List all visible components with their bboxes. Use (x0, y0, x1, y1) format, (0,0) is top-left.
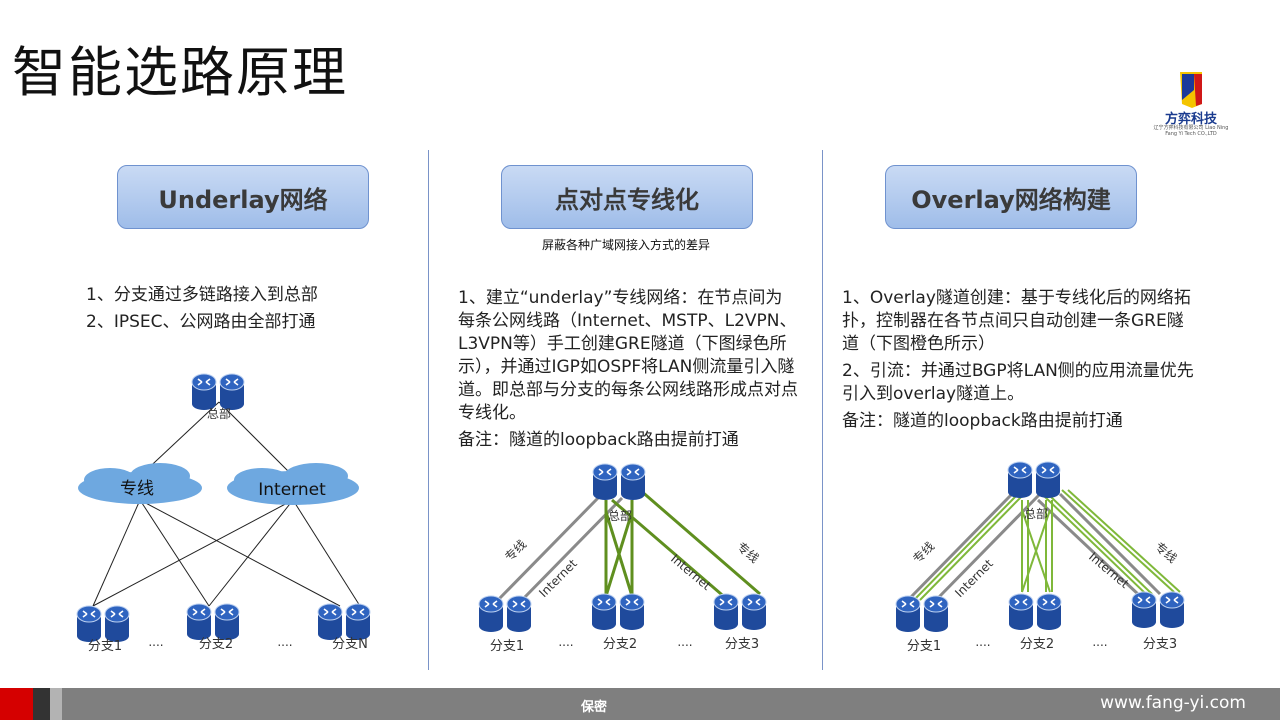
router-icon (1132, 592, 1184, 628)
hq-label: 总部 (1024, 506, 1048, 521)
text-line: 1、建立“underlay”专线网络：在节点间为每条公网线路（Internet、… (458, 288, 798, 423)
router-icon (1009, 594, 1061, 630)
link-label: 专线 (910, 539, 938, 567)
text-line: 备注：隧道的loopback路由提前打通 (842, 411, 1123, 431)
overlay-header: Overlay网络构建 (885, 165, 1137, 229)
cloud-icon (227, 463, 359, 505)
overlay-text: 1、Overlay隧道创建：基于专线化后的网络拓扑，控制器在各节点间只自动创建一… (842, 287, 1194, 437)
logo-subtitle: 辽宁方弈科技有限公司 Liao Ning Fang Yi Tech CO.,LT… (1153, 125, 1229, 137)
router-icon (1008, 462, 1060, 498)
underlay-diagram: 专线 Internet 总部 分支1 分支2 分支N .... .... (77, 374, 370, 654)
text-line: 备注：隧道的loopback路由提前打通 (458, 430, 739, 450)
router-icon (592, 594, 644, 630)
router-icon (77, 606, 129, 642)
branch-label: 分支2 (1020, 637, 1054, 652)
text-line: 1、Overlay隧道创建：基于专线化后的网络拓扑，控制器在各节点间只自动创建一… (842, 288, 1191, 354)
ellipsis: .... (558, 635, 573, 649)
page-title: 智能选路原理 (12, 41, 348, 104)
text-line: 1、分支通过多链路接入到总部 (86, 285, 318, 305)
router-icon (714, 594, 766, 630)
router-icon (187, 604, 239, 640)
ellipsis: .... (277, 635, 292, 649)
footer-bar: 保密 www.fang-yi.com (0, 688, 1280, 720)
router-icon (896, 596, 948, 632)
underlay-text: 1、分支通过多链路接入到总部 2、IPSEC、公网路由全部打通 (86, 284, 416, 338)
branch-label: 分支1 (490, 639, 524, 654)
underlay-header: Underlay网络 (117, 165, 369, 229)
column-divider (822, 150, 823, 670)
link-label: 专线 (734, 539, 762, 566)
p2p-header: 点对点专线化 (501, 165, 753, 229)
link-label: 专线 (1152, 539, 1180, 566)
link-label: Internet (1086, 550, 1132, 592)
ellipsis: .... (148, 635, 163, 649)
branch-label: 分支N (332, 637, 368, 652)
website-link[interactable]: www.fang-yi.com (1100, 693, 1246, 713)
confidential-label: 保密 (580, 700, 607, 715)
router-icon (192, 374, 244, 410)
p2p-diagram: 总部 专线 Internet Internet 专线 分支1 分支2 分支3 .… (479, 464, 766, 654)
hq-label: 总部 (207, 406, 231, 421)
cloud-icon (78, 463, 202, 504)
p2p-text: 1、建立“underlay”专线网络：在节点间为每条公网线路（Internet、… (458, 287, 798, 456)
router-icon (593, 464, 645, 500)
cloud-label: 专线 (120, 479, 154, 499)
footer-accent (33, 688, 50, 720)
p2p-subnote: 屏蔽各种广域网接入方式的差异 (541, 238, 710, 252)
overlay-diagram: 总部 专线 Internet Internet 专线 分支1 分支2 分支3 .… (896, 462, 1184, 654)
hq-label: 总部 (608, 508, 632, 523)
link-label: Internet (668, 552, 714, 594)
ellipsis: .... (1092, 635, 1107, 649)
branch-label: 分支2 (199, 637, 233, 652)
company-logo: 方弈科技 辽宁方弈科技有限公司 Liao Ning Fang Yi Tech C… (1152, 70, 1230, 137)
branch-label: 分支3 (725, 637, 759, 652)
router-icon (479, 596, 531, 632)
logo-name: 方弈科技 (1164, 112, 1217, 127)
branch-label: 分支1 (907, 639, 941, 654)
router-icon (318, 604, 370, 640)
logo-mark-icon (1180, 72, 1202, 108)
branch-label: 分支3 (1143, 637, 1177, 652)
link-label: 专线 (502, 537, 530, 565)
ellipsis: .... (975, 635, 990, 649)
text-line: 2、IPSEC、公网路由全部打通 (86, 312, 316, 332)
ellipsis: .... (677, 635, 692, 649)
branch-label: 分支1 (88, 639, 122, 654)
text-line: 2、引流：并通过BGP将LAN侧的应用流量优先引入到overlay隧道上。 (842, 361, 1194, 404)
branch-label: 分支2 (603, 637, 637, 652)
cloud-label: Internet (258, 480, 326, 500)
footer-accent (50, 688, 62, 720)
footer-accent (0, 688, 33, 720)
column-divider (428, 150, 429, 670)
